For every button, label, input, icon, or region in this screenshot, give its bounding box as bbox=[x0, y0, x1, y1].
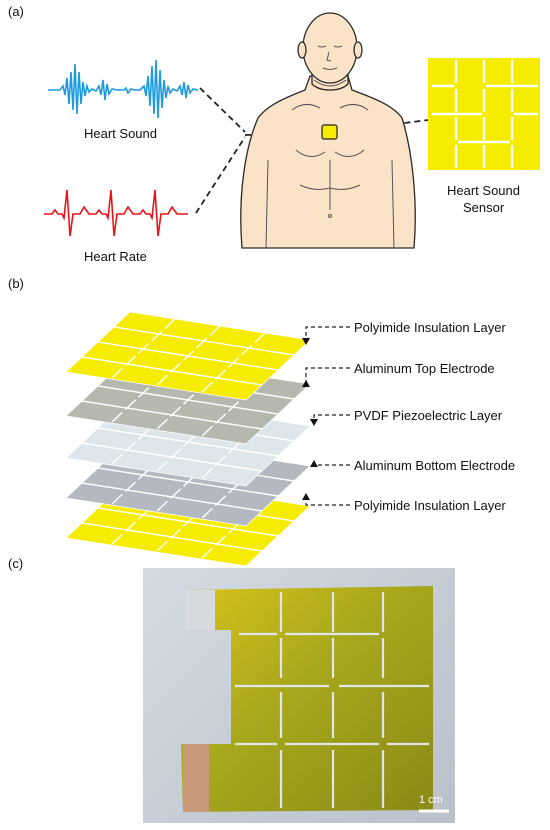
layer-leader-5 bbox=[302, 493, 350, 506]
panel-a-tag: (a) bbox=[8, 4, 24, 19]
layer-label-1: Polyimide Insulation Layer bbox=[354, 320, 506, 335]
figure-details bbox=[265, 45, 395, 249]
scale-bar-label: 1 cm bbox=[419, 794, 443, 806]
layer-leader-1 bbox=[302, 326, 350, 345]
layer-leader-3 bbox=[310, 414, 350, 426]
heart-rate-waveform bbox=[44, 189, 188, 237]
layer-label-5: Polyimide Insulation Layer bbox=[354, 498, 506, 513]
panel-b-tag: (b) bbox=[8, 276, 24, 291]
sensor-pattern bbox=[428, 58, 540, 170]
panel-c-tag: (c) bbox=[8, 556, 24, 571]
layer-sheet-1 bbox=[65, 311, 311, 401]
heart-rate-label: Heart Rate bbox=[84, 249, 147, 264]
layer-leader-2 bbox=[302, 367, 350, 387]
chest-sensor bbox=[321, 124, 338, 140]
heart-sound-label: Heart Sound bbox=[84, 126, 157, 141]
human-figure bbox=[240, 12, 416, 249]
sensor-photo-drawing bbox=[181, 586, 449, 813]
layer-label-2: Aluminum Top Electrode bbox=[354, 361, 495, 376]
heart-sound-waveform bbox=[48, 59, 199, 119]
sensor-label-line1: Heart Sound bbox=[447, 183, 520, 198]
sensor-photo: 1 cm bbox=[143, 568, 455, 823]
layer-leader-4 bbox=[310, 460, 350, 467]
sensor-label-line2: Sensor bbox=[463, 200, 505, 215]
layer-label-3: PVDF Piezoelectric Layer bbox=[354, 408, 503, 423]
layer-label-4: Aluminum Bottom Electrode bbox=[354, 458, 516, 473]
